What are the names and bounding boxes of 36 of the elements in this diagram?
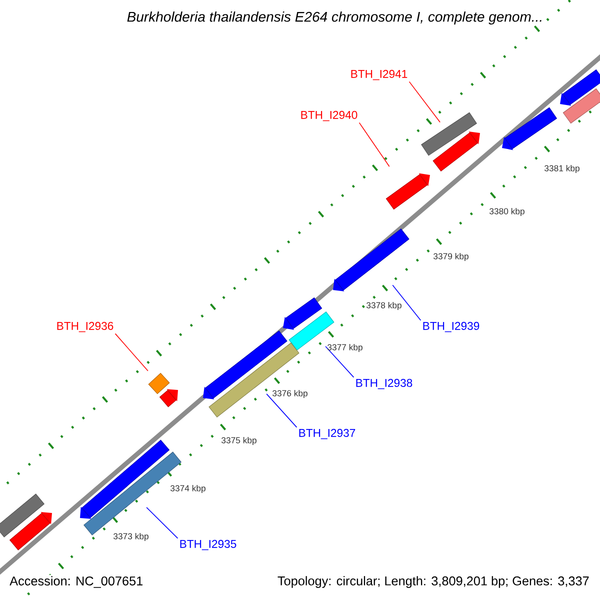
leader-line <box>146 507 178 539</box>
gene-block <box>386 173 430 210</box>
scale-label: 3374 kbp <box>170 484 206 494</box>
gene-block <box>283 297 322 330</box>
leader-line <box>408 81 440 123</box>
gene-block <box>9 512 52 550</box>
gene-block <box>432 132 480 172</box>
gene-bar <box>562 88 600 124</box>
title: Burkholderia thailandensis E264 chromosome I, complete genom... <box>127 11 542 25</box>
gene-block <box>159 389 178 408</box>
gene-bar <box>421 112 477 156</box>
gene-bar <box>148 372 170 394</box>
scale-label: 3375 kbp <box>222 436 256 446</box>
scale-label: 3376 kbp <box>272 390 308 398</box>
leader-line <box>266 394 298 428</box>
scale-label: 3380 kbp <box>490 208 524 216</box>
gene-label: BTH_I2935 <box>180 540 236 550</box>
gene-label: BTH_I2938 <box>356 378 412 390</box>
gene-label: BTH_I2941 <box>351 70 408 80</box>
gene-label: BTH_I2940 <box>301 110 358 122</box>
scale-label: 3378 kbp <box>366 302 402 310</box>
gene-block <box>333 228 410 292</box>
accession-text: Accession: NC_007651 <box>8 574 144 590</box>
genome-info-text: Topology: circular; Length: 3,809,201 bp; Genes: 3,337 <box>276 574 591 590</box>
scale-label: 3381 kbp <box>544 164 580 174</box>
scale-label: 3373 kbp <box>114 532 148 542</box>
gene-label: BTH_I2936 <box>57 322 114 332</box>
gene-block <box>560 69 600 106</box>
gene-label: BTH_I2937 <box>299 428 356 440</box>
leader-line <box>114 333 148 372</box>
leader-line <box>325 346 354 378</box>
gene-label: BTH_I2939 <box>423 322 480 332</box>
scale-label: 3377 kbp <box>328 344 362 352</box>
leader-line <box>392 284 422 321</box>
leader-line <box>358 122 390 167</box>
scale-label: 3379 kbp <box>434 252 468 262</box>
